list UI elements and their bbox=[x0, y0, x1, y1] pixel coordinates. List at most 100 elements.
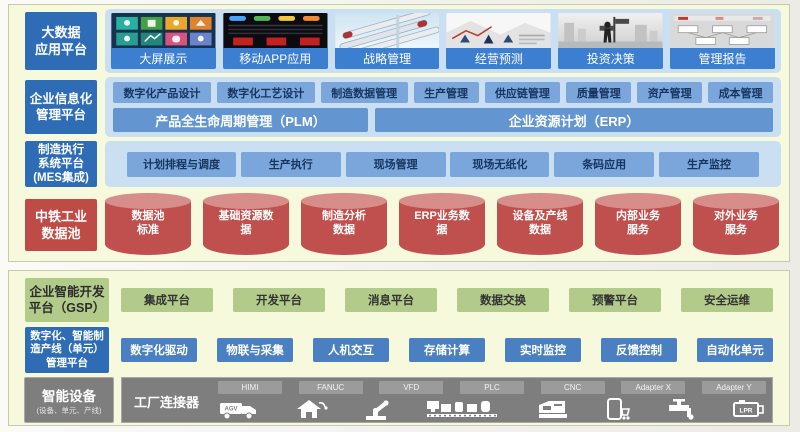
module-button[interactable]: 人机交互 bbox=[313, 338, 389, 362]
decision-thumbnail bbox=[558, 13, 663, 49]
module-button[interactable]: 资产管理 bbox=[637, 82, 703, 103]
card-investment[interactable]: 投资决策 bbox=[558, 13, 664, 69]
card-label[interactable]: 经营预测 bbox=[446, 48, 552, 69]
cylinder-body bbox=[595, 201, 681, 255]
card-mobile-app[interactable]: 移动APP应用 bbox=[222, 13, 328, 69]
label-line: 数字化、智能制 bbox=[30, 329, 104, 342]
data-cylinder[interactable]: ERP业务数 据 bbox=[399, 193, 485, 255]
cylinder-body bbox=[399, 201, 485, 255]
module-button[interactable]: 数字化驱动 bbox=[121, 338, 197, 362]
label-line: 数据 bbox=[333, 224, 355, 236]
label-line: 应用平台 bbox=[34, 42, 87, 57]
mobile-app-thumbnail bbox=[223, 13, 328, 49]
factory-connector-label: 工厂连接器 bbox=[134, 395, 200, 410]
data-cylinder[interactable]: 内部业务 服务 bbox=[595, 193, 681, 255]
data-cylinder[interactable]: 基础资源数 据 bbox=[203, 193, 289, 255]
module-button[interactable]: 条码应用 bbox=[554, 151, 655, 177]
data-cylinder[interactable]: 对外业务 服务 bbox=[693, 193, 779, 255]
module-button[interactable]: 自动化单元 bbox=[697, 338, 773, 362]
dashboard-screen-thumbnail bbox=[111, 13, 216, 49]
label-line: 中铁工业 bbox=[34, 209, 87, 224]
module-button[interactable]: 现场无纸化 bbox=[450, 151, 550, 177]
data-cylinder[interactable]: 制造分析 数据 bbox=[301, 193, 387, 255]
cylinders-container: 数据池 标准 基础资源数 据 制造分析 bbox=[105, 193, 779, 257]
label-line: 企业智能开发 bbox=[29, 285, 105, 299]
module-button[interactable]: 供应链管理 bbox=[484, 82, 561, 103]
cylinder-top bbox=[301, 193, 387, 209]
card-label[interactable]: 大屏展示 bbox=[111, 48, 216, 69]
card-strategy[interactable]: 战略管理 bbox=[334, 13, 440, 69]
cylinder-top bbox=[203, 193, 289, 209]
card-dashboard[interactable]: 大屏展示 bbox=[111, 13, 216, 69]
label-line: 对外业务 bbox=[714, 210, 758, 222]
label-line: 据 bbox=[240, 224, 252, 236]
forecast-thumbnail bbox=[446, 13, 551, 49]
lpr-device-icon: LPR bbox=[732, 399, 764, 417]
erp-bar[interactable]: 企业资源计划（ERP） bbox=[375, 108, 773, 132]
plm-bar[interactable]: 产品全生命周期管理（PLM） bbox=[113, 108, 368, 132]
informatization-platform-label: 企业信息化 管理平台 bbox=[25, 80, 97, 134]
protocol-badge: PLC bbox=[459, 381, 524, 394]
lower-panel: 企业智能开发 平台（GSP） 集成平台 开发平台 消息平台 数据交换 预警平台 … bbox=[8, 270, 790, 426]
datapool-label: 中铁工业 数据池 bbox=[25, 199, 97, 251]
label-line: 平台（GSP） bbox=[28, 301, 106, 315]
module-button[interactable]: 计划排程与调度 bbox=[127, 151, 236, 177]
gsp-row: 企业智能开发 平台（GSP） 集成平台 开发平台 消息平台 数据交换 预警平台 … bbox=[17, 277, 781, 323]
label-line: (MES集成) bbox=[33, 172, 89, 184]
protocol-bars: HIMI FANUC VFD PLC CNC Adapter X Adapter… bbox=[218, 381, 766, 394]
cylinder-top bbox=[497, 193, 583, 209]
protocol-badge: CNC bbox=[540, 381, 605, 394]
module-button[interactable]: 预警平台 bbox=[569, 288, 661, 312]
protocol-badge: VFD bbox=[379, 381, 444, 394]
card-label[interactable]: 战略管理 bbox=[334, 48, 440, 69]
module-button[interactable]: 物联与采集 bbox=[217, 338, 293, 362]
factory-connector-panel: 工厂连接器 HIMI FANUC VFD PLC CNC Adapter X A… bbox=[121, 377, 773, 423]
module-button[interactable]: 生产执行 bbox=[240, 151, 341, 177]
informatization-row: 企业信息化 管理平台 数字化产品设计 数字化工艺设计 制造数据管理 生产管理 供… bbox=[17, 77, 781, 137]
protocol-badge: FANUC bbox=[298, 381, 363, 394]
card-label[interactable]: 管理报告 bbox=[670, 48, 775, 69]
label-line: 数据 bbox=[529, 224, 551, 236]
cylinder-label: 数据池 标准 bbox=[105, 209, 191, 237]
data-cylinder[interactable]: 设备及产线 数据 bbox=[497, 193, 583, 255]
module-button[interactable]: 开发平台 bbox=[233, 288, 325, 312]
card-label[interactable]: 投资决策 bbox=[558, 48, 664, 69]
label-line: 造产线（单元） bbox=[30, 343, 104, 356]
module-button[interactable]: 现场管理 bbox=[345, 151, 446, 177]
module-button[interactable]: 数字化产品设计 bbox=[113, 82, 211, 103]
module-button[interactable]: 生产监控 bbox=[658, 151, 759, 177]
module-button[interactable]: 生产管理 bbox=[413, 82, 479, 103]
module-button[interactable]: 存储计算 bbox=[409, 338, 485, 362]
label-line: 数据池 bbox=[41, 226, 81, 241]
label-line: 服务 bbox=[725, 224, 747, 236]
module-button[interactable]: 安全运维 bbox=[681, 288, 773, 312]
data-cylinder[interactable]: 数据池 标准 bbox=[105, 193, 191, 255]
label-line: 数据池 bbox=[131, 210, 165, 222]
module-button[interactable]: 数字化工艺设计 bbox=[216, 82, 315, 103]
cylinder-label: 内部业务 服务 bbox=[595, 209, 681, 237]
bigdata-platform-label: 大数据 应用平台 bbox=[25, 12, 97, 70]
upper-panel: 大数据 应用平台 大屏展示 bbox=[8, 4, 790, 262]
module-button[interactable]: 数据交换 bbox=[457, 288, 549, 312]
label-caption: (设备、单元、产线) bbox=[36, 405, 102, 415]
card-forecast[interactable]: 经营预测 bbox=[446, 13, 552, 69]
module-button[interactable]: 成本管理 bbox=[708, 82, 773, 103]
card-label[interactable]: 移动APP应用 bbox=[222, 48, 328, 69]
label-line: 设备及产线 bbox=[512, 210, 568, 222]
module-button[interactable]: 集成平台 bbox=[121, 288, 213, 312]
cnc-machine-icon bbox=[539, 400, 568, 418]
module-button[interactable]: 反馈控制 bbox=[601, 338, 677, 362]
module-button[interactable]: 消息平台 bbox=[345, 288, 437, 312]
module-button[interactable]: 质量管理 bbox=[566, 82, 632, 103]
module-button[interactable]: 制造数据管理 bbox=[320, 82, 408, 103]
card-report[interactable]: 管理报告 bbox=[670, 13, 775, 69]
line-platform-label: 数字化、智能制 造产线（单元） 管理平台 bbox=[25, 327, 109, 373]
cylinder-top bbox=[399, 193, 485, 209]
label-line: ERP业务数 bbox=[414, 210, 470, 222]
module-button[interactable]: 实时监控 bbox=[505, 338, 581, 362]
label-line: 服务 bbox=[627, 224, 649, 236]
report-thumbnail bbox=[670, 13, 775, 49]
cylinder-label: ERP业务数 据 bbox=[399, 209, 485, 237]
production-line-icon bbox=[426, 400, 497, 417]
mes-platform-label: 制造执行 系统平台 (MES集成) bbox=[25, 141, 97, 187]
